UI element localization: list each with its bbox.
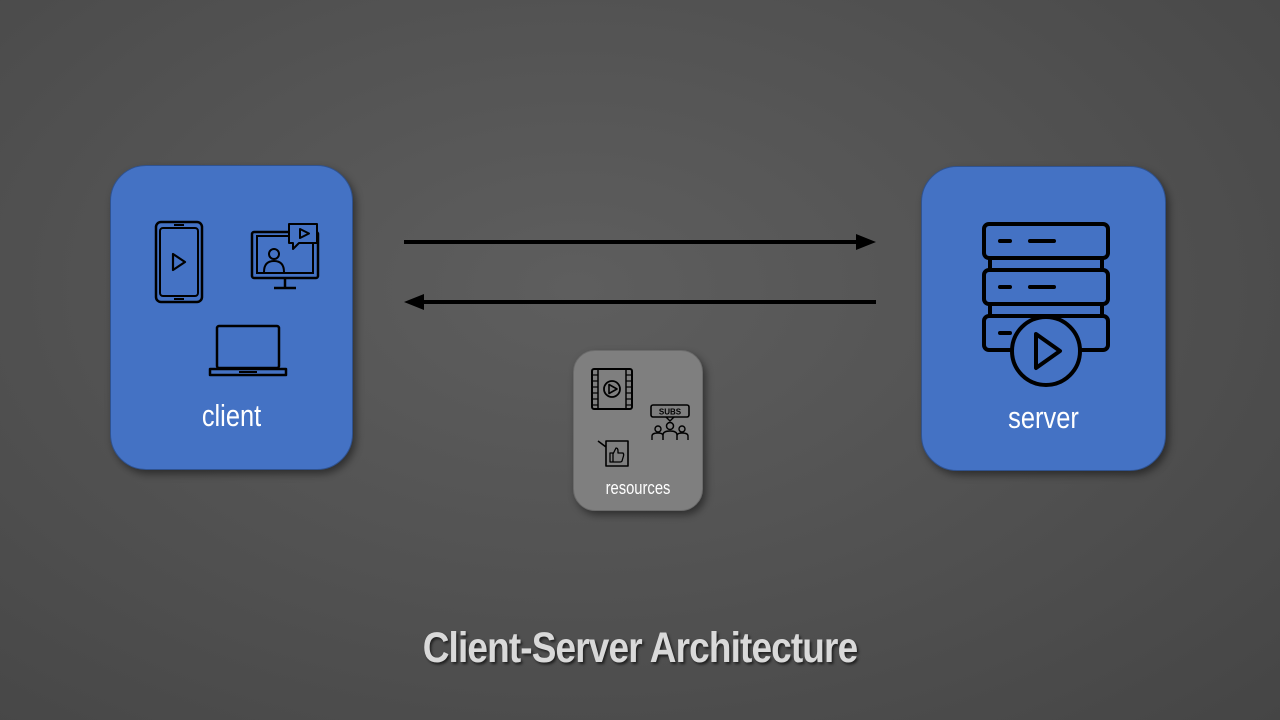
- svg-text:SUBS: SUBS: [659, 408, 682, 417]
- page-title: Client-Server Architecture: [422, 624, 858, 672]
- client-label: client: [201, 398, 262, 433]
- server-stack-play-icon: [982, 222, 1110, 387]
- server-label: server: [1008, 400, 1079, 435]
- resources-node: SUBS resources: [573, 350, 703, 511]
- subscribers-icon: SUBS: [650, 404, 690, 440]
- smartphone-play-icon: [154, 220, 204, 304]
- video-film-icon: [591, 368, 633, 410]
- request-arrow: [404, 234, 876, 250]
- server-node: server: [921, 166, 1166, 471]
- resources-label: resources: [605, 478, 671, 498]
- response-arrow: [404, 294, 876, 310]
- like-comment-icon: [597, 440, 629, 467]
- laptop-icon: [208, 324, 288, 377]
- monitor-video-icon: [250, 223, 320, 290]
- client-node: client: [110, 165, 353, 470]
